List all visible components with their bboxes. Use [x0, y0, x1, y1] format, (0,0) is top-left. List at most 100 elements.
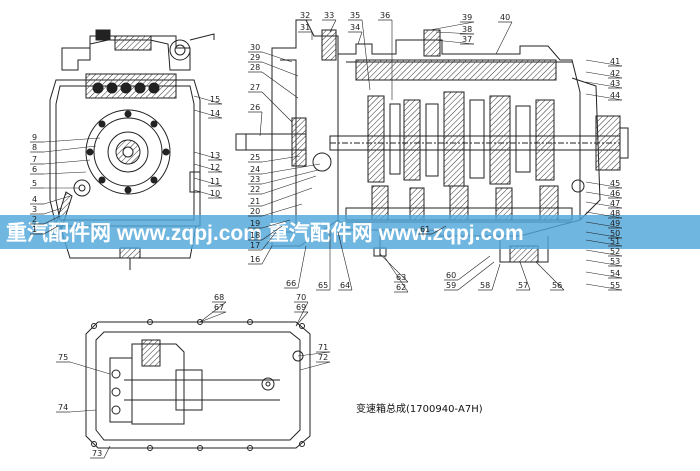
leader-line-45 — [585, 181, 623, 189]
leader-line-6 — [43, 171, 87, 175]
callout-60: 60 — [446, 271, 456, 280]
leader-line-35 — [361, 19, 371, 91]
watermark-band — [0, 215, 700, 249]
leader-line-38 — [435, 31, 475, 35]
callout-31: 31 — [300, 23, 310, 32]
callout-40: 40 — [500, 13, 510, 22]
callout-19: 19 — [250, 219, 260, 228]
leader-line-9 — [43, 137, 101, 143]
leader-line-8 — [43, 145, 97, 153]
callout-49: 49 — [610, 219, 620, 228]
callout-30: 30 — [250, 43, 260, 52]
callout-64: 64 — [340, 281, 350, 290]
callout-53: 53 — [610, 257, 620, 266]
section-view — [235, 19, 629, 263]
callout-10: 10 — [210, 189, 220, 198]
leader-line-75 — [69, 361, 111, 375]
callout-71: 71 — [318, 343, 328, 352]
callout-69: 69 — [296, 303, 306, 312]
leader-line-40 — [495, 21, 513, 55]
callout-12: 12 — [210, 163, 220, 172]
leader-line-55 — [585, 283, 623, 291]
callout-1: 1 — [32, 225, 37, 234]
leader-line-10 — [193, 189, 223, 199]
callout-24: 24 — [250, 165, 260, 174]
callout-56: 56 — [552, 281, 562, 290]
leader-line-25 — [261, 155, 301, 163]
leader-line-30 — [261, 51, 293, 63]
leader-line-7 — [43, 159, 91, 165]
callout-2: 2 — [32, 215, 37, 224]
leader-line-57 — [519, 261, 531, 291]
callout-6: 6 — [32, 165, 37, 174]
callout-68: 68 — [214, 293, 224, 302]
callout-41: 41 — [610, 57, 620, 66]
callout-61: 61 — [420, 225, 430, 234]
leader-line-41 — [585, 59, 623, 67]
leader-line-52 — [585, 249, 623, 257]
callout-20: 20 — [250, 207, 260, 216]
leader-line-58 — [491, 263, 501, 291]
leader-line-1 — [43, 225, 59, 235]
leader-line-44 — [585, 93, 623, 101]
leader-line-23 — [261, 169, 319, 185]
callout-72: 72 — [318, 353, 328, 362]
leader-line-53 — [585, 259, 623, 267]
callout-70: 70 — [296, 293, 306, 302]
callout-39: 39 — [462, 13, 472, 22]
leader-line-24 — [261, 163, 321, 175]
callout-27: 27 — [250, 83, 260, 92]
leader-line-14 — [193, 109, 223, 119]
leader-line-18 — [261, 225, 283, 241]
callout-9: 9 — [32, 133, 37, 142]
callout-59: 59 — [446, 281, 456, 290]
leader-line-66 — [297, 245, 307, 289]
leader-line-3 — [43, 207, 63, 215]
leader-line-15 — [193, 95, 223, 105]
callout-7: 7 — [32, 155, 37, 164]
callout-47: 47 — [610, 199, 620, 208]
callout-26: 26 — [250, 103, 260, 112]
leader-line-28 — [261, 71, 299, 99]
part-callouts: 1234567891011121314151617181920212223242… — [30, 11, 623, 459]
callout-14: 14 — [210, 109, 220, 118]
leader-line-50 — [585, 231, 623, 239]
callout-22: 22 — [250, 185, 260, 194]
leader-line-13 — [193, 151, 223, 161]
callout-51: 51 — [610, 237, 620, 246]
callout-23: 23 — [250, 175, 260, 184]
leader-line-73 — [103, 445, 111, 459]
leader-line-70 — [295, 301, 309, 327]
leader-line-11 — [193, 177, 223, 187]
watermark: 重汽配件网 www.zqpj.com 重汽配件网 www.zqpj.com — [0, 215, 700, 249]
leader-line-56 — [535, 261, 565, 291]
leader-line-34 — [357, 31, 363, 45]
leader-line-67 — [199, 311, 227, 323]
leader-line-47 — [585, 201, 623, 209]
callout-74: 74 — [58, 403, 68, 412]
callout-21: 21 — [250, 197, 260, 206]
callout-44: 44 — [610, 91, 620, 100]
leader-line-49 — [585, 221, 623, 229]
callout-35: 35 — [350, 11, 360, 20]
callout-54: 54 — [610, 269, 620, 278]
callout-62: 62 — [396, 283, 406, 292]
leader-line-51 — [585, 239, 623, 247]
callout-75: 75 — [58, 353, 68, 362]
leader-line-26 — [259, 111, 263, 137]
leader-line-61 — [431, 225, 447, 235]
leader-line-42 — [585, 71, 623, 79]
callout-46: 46 — [610, 189, 620, 198]
callout-43: 43 — [610, 79, 620, 88]
callout-28: 28 — [250, 63, 260, 72]
callout-63: 63 — [396, 273, 406, 282]
callout-15: 15 — [210, 95, 220, 104]
leader-line-74 — [69, 409, 97, 413]
callout-32: 32 — [300, 11, 310, 20]
leader-line-39 — [429, 21, 475, 31]
leader-line-64 — [337, 231, 353, 291]
callout-48: 48 — [610, 209, 620, 218]
callout-36: 36 — [380, 11, 390, 20]
callout-45: 45 — [610, 179, 620, 188]
